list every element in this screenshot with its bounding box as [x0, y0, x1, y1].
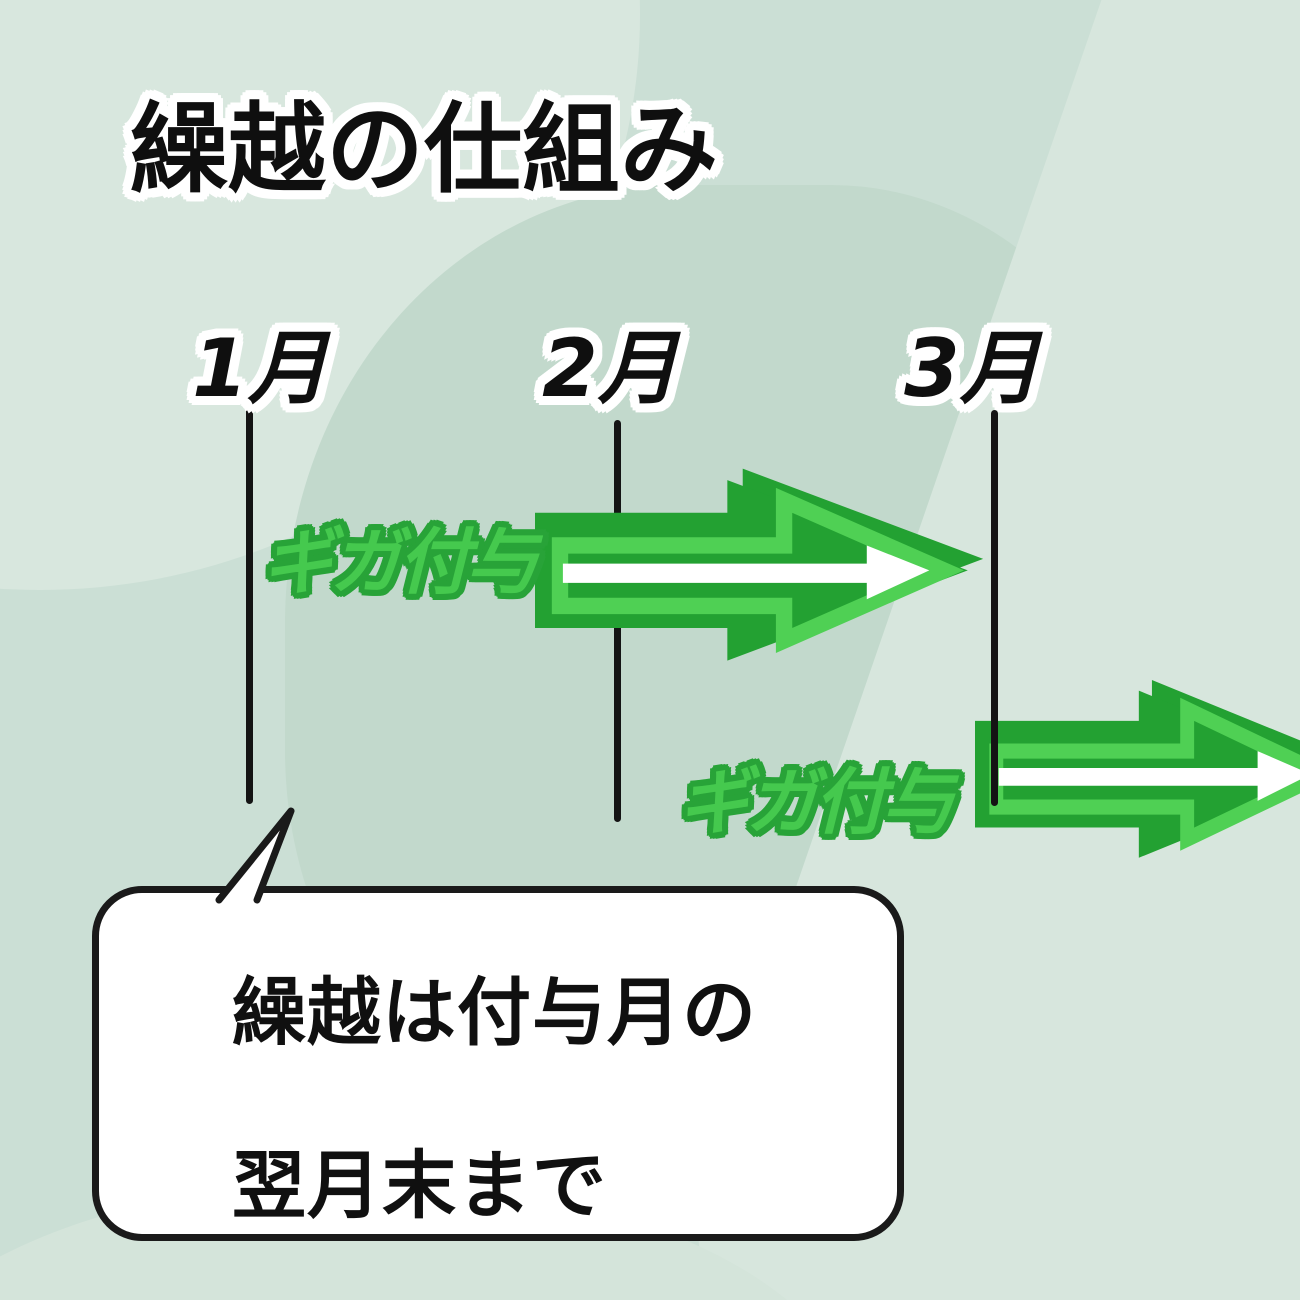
month-tick-line-january	[246, 408, 253, 804]
speech-bubble-tail	[215, 807, 295, 904]
month-label-march: 3月	[904, 322, 1040, 415]
giga-grant-arrow-icon-2	[975, 672, 1300, 872]
speech-bubble-text-line2: 翌月末まで	[232, 1143, 607, 1229]
speech-bubble: 繰越は付与月の 翌月末まで	[92, 886, 904, 1241]
giga-grant-label-2: ギガ付与	[678, 760, 954, 844]
giga-grant-arrow-icon-1	[535, 460, 987, 676]
page-title: 繰越の仕組み	[130, 93, 719, 207]
month-tick-line-march	[991, 410, 998, 806]
giga-grant-label-1: ギガ付与	[262, 520, 538, 604]
month-label-january: 1月	[192, 322, 328, 415]
speech-bubble-text-line1: 繰越は付与月の	[232, 970, 757, 1056]
month-label-february: 2月	[542, 322, 678, 415]
